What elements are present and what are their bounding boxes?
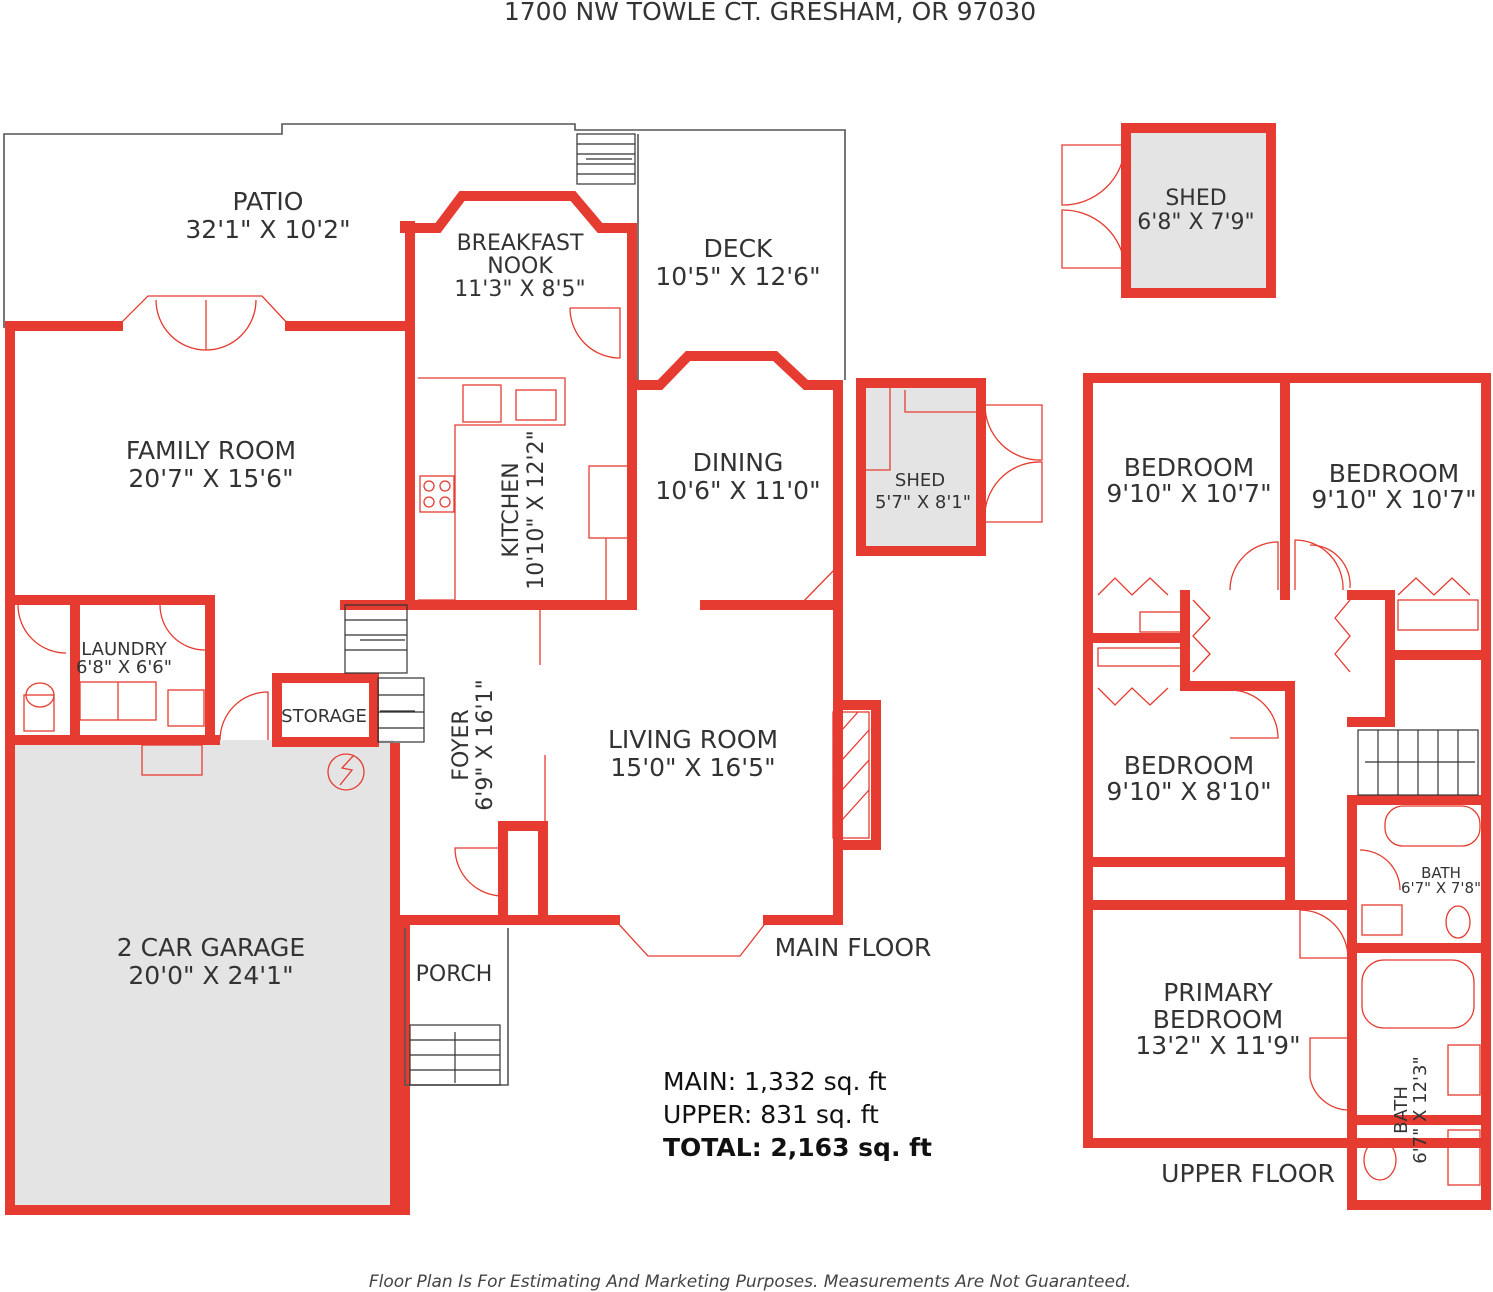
patio-label: PATIO xyxy=(233,187,304,216)
nook-label-1: BREAKFAST xyxy=(457,231,584,256)
bath-upper-dim: 6'7" X 7'8" xyxy=(1401,879,1481,897)
laundry-label: LAUNDRY xyxy=(81,639,168,660)
garage-dim: 20'0" X 24'1" xyxy=(128,961,293,990)
living-room-dim: 15'0" X 16'5" xyxy=(610,753,775,782)
bedroom-1-dim: 9'10" X 10'7" xyxy=(1106,479,1271,508)
bath-upper-label: BATH xyxy=(1421,864,1461,882)
foyer-label: FOYER xyxy=(449,709,474,780)
shed-top-label: SHED xyxy=(1165,186,1226,211)
deck-dim: 10'5" X 12'6" xyxy=(655,262,820,291)
shed-small-walls xyxy=(856,378,1043,556)
bedroom-3-label: BEDROOM xyxy=(1124,751,1255,780)
patio-dim: 32'1" X 10'2" xyxy=(185,215,350,244)
primary-bedroom-dim: 13'2" X 11'9" xyxy=(1135,1031,1300,1060)
shed-top-walls xyxy=(1061,123,1276,298)
kitchen-dim: 10'10" X 12'2" xyxy=(524,430,549,589)
dining-dim: 10'6" X 11'0" xyxy=(655,476,820,505)
shed-top-floor xyxy=(1130,132,1267,289)
foyer-dim: 6'9" X 16'1" xyxy=(473,679,498,810)
primary-bedroom-label-1: PRIMARY xyxy=(1163,978,1273,1007)
porch-stairs xyxy=(404,928,509,1086)
total-area: TOTAL: 2,163 sq. ft xyxy=(663,1133,932,1162)
laundry-dim: 6'8" X 6'6" xyxy=(76,657,172,678)
storage-label: STORAGE xyxy=(281,706,367,727)
bedroom-2-dim: 9'10" X 10'7" xyxy=(1311,485,1476,514)
address-title: 1700 NW TOWLE CT. GRESHAM, OR 97030 xyxy=(504,0,1036,26)
upper-floor-label: UPPER FLOOR xyxy=(1161,1159,1335,1188)
shed-small-floor xyxy=(866,388,976,546)
garage-label: 2 CAR GARAGE xyxy=(117,933,305,962)
family-room-label: FAMILY ROOM xyxy=(126,436,296,465)
main-floor-label: MAIN FLOOR xyxy=(775,933,932,962)
deck-label: DECK xyxy=(704,234,774,263)
main-area: MAIN: 1,332 sq. ft xyxy=(663,1067,887,1096)
family-room-dim: 20'7" X 15'6" xyxy=(128,464,293,493)
upper-area: UPPER: 831 sq. ft xyxy=(663,1100,879,1129)
main-stairs xyxy=(344,604,425,743)
living-room-label: LIVING ROOM xyxy=(608,725,778,754)
shed-small-dim: 5'7" X 8'1" xyxy=(875,492,971,513)
nook-dim: 11'3" X 8'5" xyxy=(454,277,585,302)
primary-bedroom-label-2: BEDROOM xyxy=(1153,1005,1284,1034)
main-floor-details xyxy=(17,299,870,897)
nook-label-2: NOOK xyxy=(487,254,553,279)
shed-top-dim: 6'8" X 7'9" xyxy=(1137,210,1254,235)
kitchen-label: KITCHEN xyxy=(499,462,524,557)
bedroom-3-dim: 9'10" X 8'10" xyxy=(1106,777,1271,806)
dining-label: DINING xyxy=(693,448,784,477)
room-labels: PATIO 32'1" X 10'2" BREAKFAST NOOK 11'3"… xyxy=(76,186,1481,1164)
bath-primary-label: BATH xyxy=(1391,1086,1412,1134)
upper-floor-details xyxy=(1097,539,1481,1186)
patio-deck-outline xyxy=(3,123,846,385)
disclaimer: Floor Plan Is For Estimating And Marketi… xyxy=(369,1272,1131,1292)
shed-small-label: SHED xyxy=(895,470,945,491)
garage-floor xyxy=(14,740,394,1208)
upper-floor-walls xyxy=(1083,373,1491,1210)
bath-primary-dim: 6'7" X 12'3" xyxy=(1410,1056,1431,1164)
porch-label: PORCH xyxy=(416,962,493,987)
bedroom-1-label: BEDROOM xyxy=(1124,453,1255,482)
deck-stairs xyxy=(576,133,636,185)
bedroom-2-label: BEDROOM xyxy=(1329,459,1460,488)
